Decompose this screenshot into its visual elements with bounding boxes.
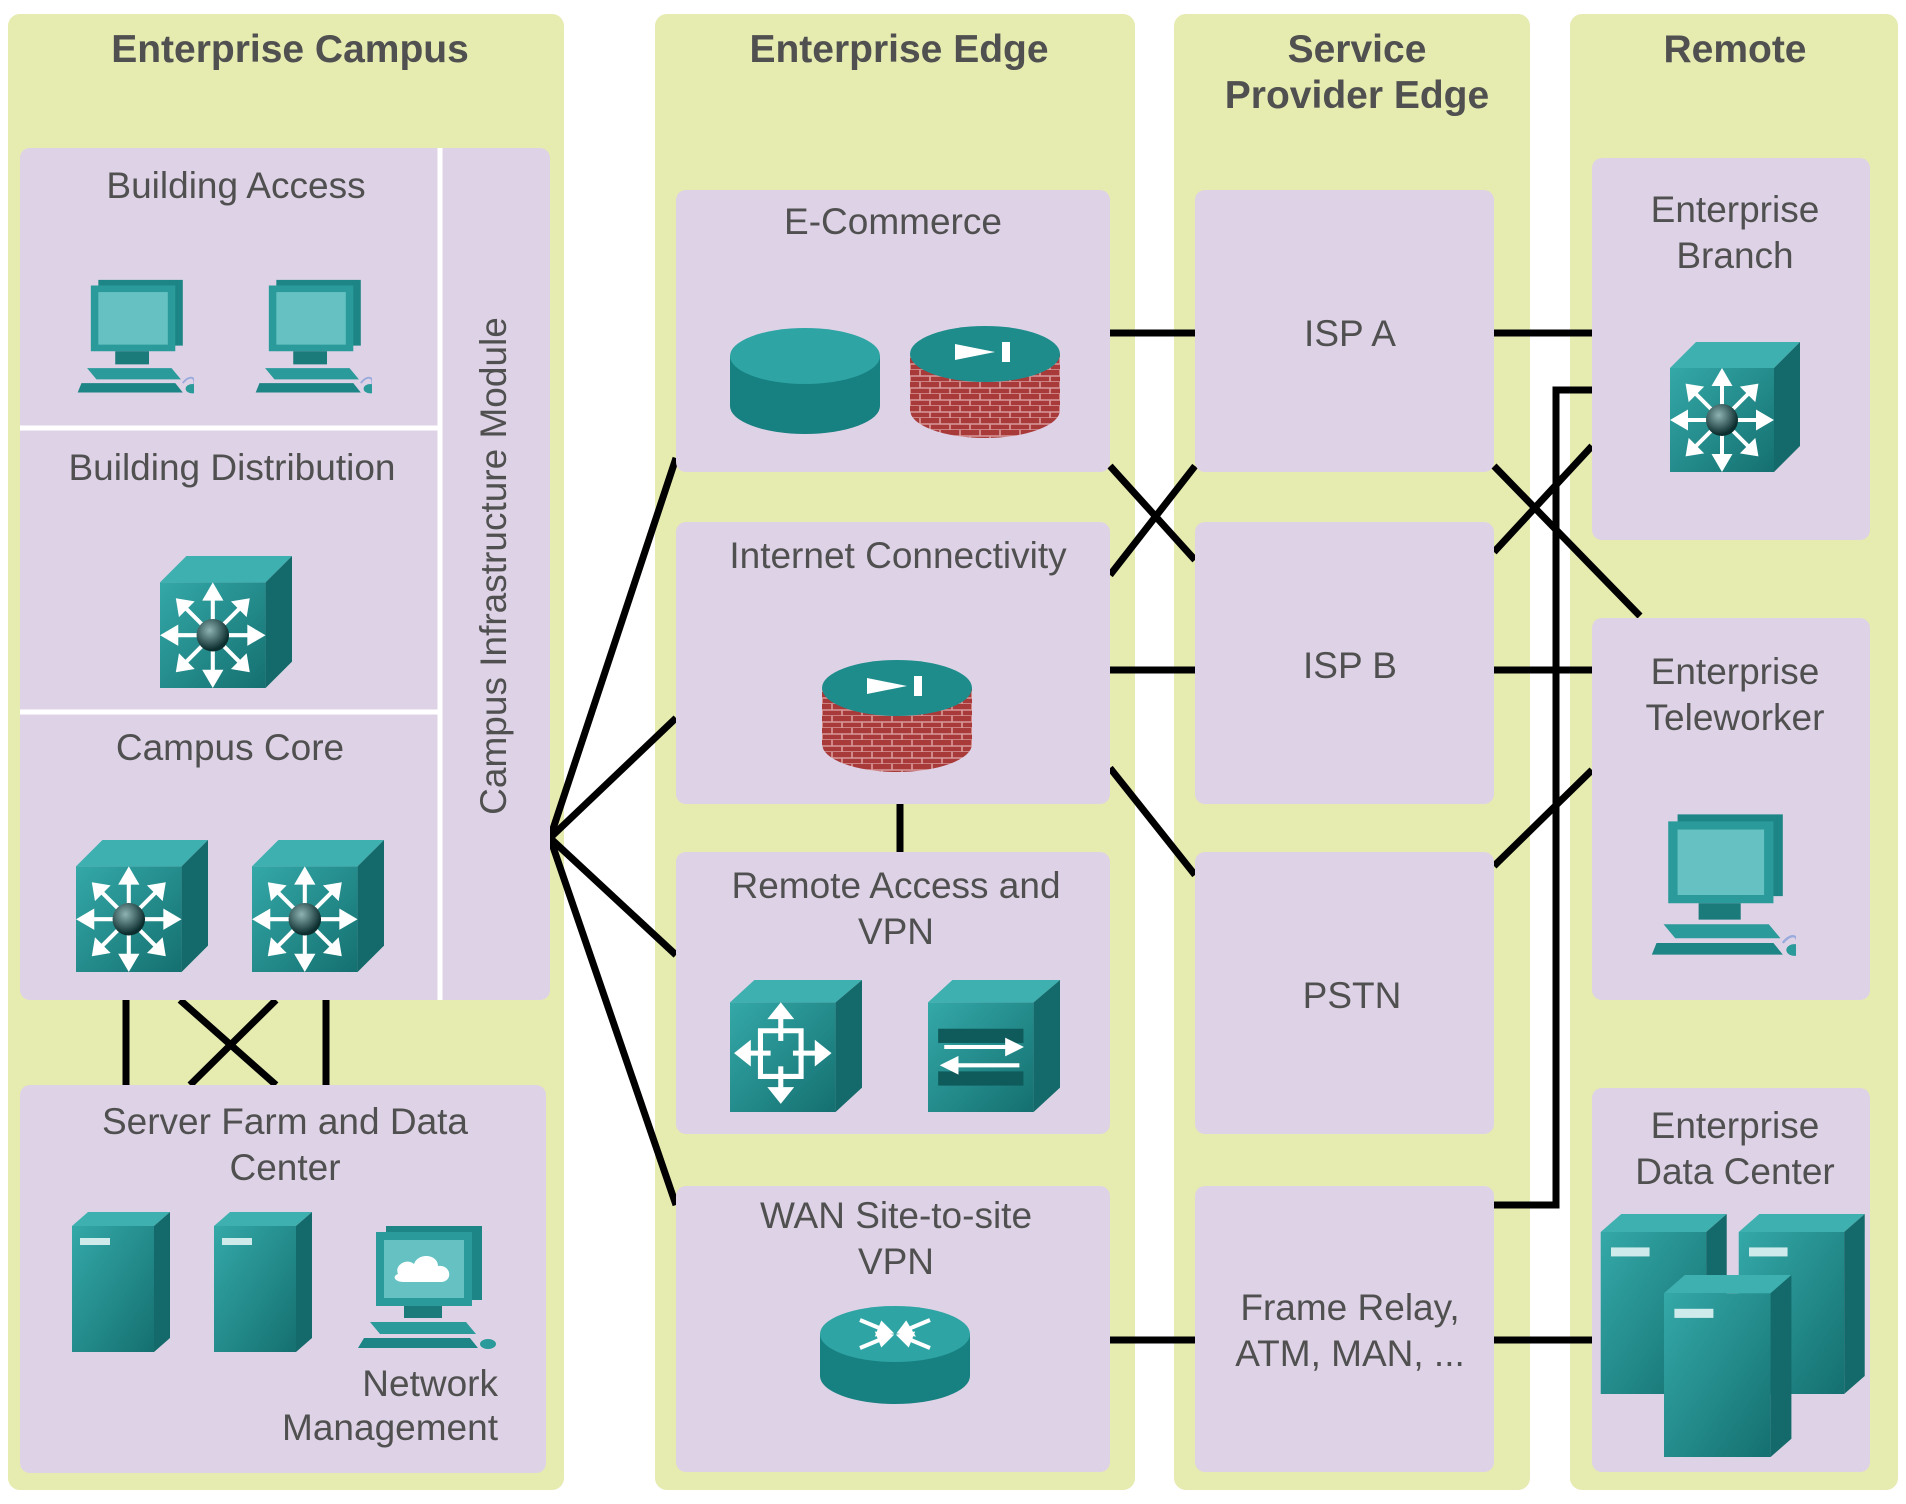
frame-relay-label-line2: ATM, MAN, ... — [1235, 1333, 1465, 1374]
isp-b-box — [1195, 522, 1494, 804]
campus-infrastructure-module-label: Campus Infrastructure Module — [473, 317, 514, 815]
layer3-switch-icon — [252, 840, 384, 972]
column-title-sp-edge-line2: Provider Edge — [1225, 74, 1489, 117]
link-ecommerce-ispb — [1107, 463, 1198, 563]
remote-block: Enterprise Branch Enterprise Teleworker … — [1592, 158, 1870, 1472]
router-icon — [820, 1304, 970, 1406]
campus-block: Building Access Building Distribution Ca… — [20, 148, 550, 1473]
server-icon — [1664, 1275, 1792, 1457]
server-farm-label-line2: Center — [229, 1147, 340, 1188]
campus-core-label: Campus Core — [116, 727, 344, 768]
frame-relay-box — [1195, 1186, 1494, 1472]
link-pstn-teleworker — [1491, 767, 1595, 869]
link-campus-ecommerce — [546, 456, 680, 840]
enterprise-teleworker-label-line1: Enterprise — [1651, 651, 1820, 692]
enterprise-teleworker-label-line2: Teleworker — [1646, 697, 1825, 738]
frame-relay-label-line1: Frame Relay, — [1240, 1287, 1459, 1328]
pstn-label: PSTN — [1303, 975, 1402, 1016]
server-icon — [72, 1212, 170, 1352]
link-ispa-teleworker — [1491, 463, 1643, 619]
column-title-enterprise-edge: Enterprise Edge — [749, 28, 1048, 71]
wan-site-to-site-label-line1: WAN Site-to-site — [760, 1195, 1032, 1236]
enterprise-branch-label-line2: Branch — [1676, 235, 1793, 276]
isp-a-label: ISP A — [1304, 313, 1396, 354]
enterprise-teleworker-box — [1592, 618, 1870, 1000]
isp-b-label: ISP B — [1303, 645, 1397, 686]
network-management-label-line2: Management — [282, 1407, 499, 1448]
link-campus-internet — [547, 715, 679, 841]
sp-edge-block: ISP A ISP B PSTN Frame Relay, ATM, MAN, … — [1195, 190, 1494, 1472]
remote-access-vpn-label-line2: VPN — [858, 911, 934, 952]
building-distribution-label: Building Distribution — [68, 447, 395, 488]
link-core-serverfarm-3 — [177, 997, 279, 1088]
server-farm-label-line1: Server Farm and Data — [102, 1101, 468, 1142]
layer3-switch-icon — [1670, 342, 1800, 472]
link-internet-pstn — [1107, 765, 1198, 878]
vpn-concentrator-icon — [730, 980, 862, 1112]
link-framerelay-branch — [1494, 386, 1592, 1209]
pstn-box — [1195, 852, 1494, 1134]
multilayer-switch-icon — [928, 980, 1060, 1112]
edge-block: E-Commerce Internet Connectivity Remote … — [676, 190, 1110, 1472]
ecommerce-label: E-Commerce — [784, 201, 1002, 242]
link-ispb-branch — [1491, 443, 1595, 555]
link-core-serverfarm-4 — [187, 997, 279, 1088]
firewall-icon — [910, 326, 1060, 438]
remote-access-vpn-label-line1: Remote Access and — [731, 865, 1060, 906]
building-access-label: Building Access — [106, 165, 365, 206]
firewall-icon — [822, 660, 972, 772]
enterprise-data-center-label-line2: Data Center — [1635, 1151, 1835, 1192]
link-internet-ispa — [1107, 463, 1198, 578]
link-campus-remote-access — [547, 835, 679, 958]
connection-lines — [122, 329, 1643, 1344]
link-campus-wan — [546, 836, 680, 1207]
column-title-remote: Remote — [1663, 28, 1806, 71]
enterprise-data-center-label-line1: Enterprise — [1651, 1105, 1820, 1146]
wan-site-to-site-label-line2: VPN — [858, 1241, 934, 1282]
enterprise-branch-label-line1: Enterprise — [1651, 189, 1820, 230]
server-icon — [214, 1212, 312, 1352]
column-title-sp-edge-line1: Service — [1288, 28, 1427, 71]
content-engine-icon — [730, 328, 880, 434]
column-title-enterprise-campus: Enterprise Campus — [111, 28, 469, 71]
layer3-switch-icon — [160, 556, 292, 688]
network-management-label-line1: Network — [362, 1363, 498, 1404]
isp-a-box — [1195, 190, 1494, 472]
internet-connectivity-label: Internet Connectivity — [729, 535, 1067, 576]
layer3-switch-icon — [76, 840, 208, 972]
